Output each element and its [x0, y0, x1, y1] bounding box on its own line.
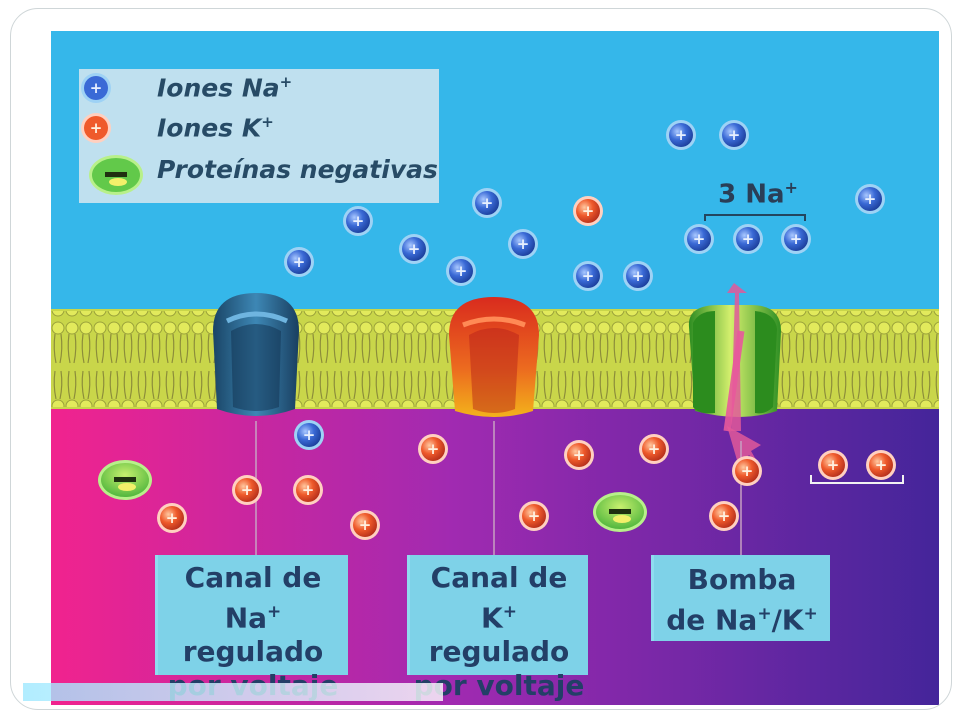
na-k-pump	[688, 283, 781, 467]
na-channel-label-line1: Canal de	[184, 561, 322, 594]
k-channel-label-line1: Canal de	[430, 561, 568, 594]
legend-item-k: + Iones K+	[79, 111, 439, 149]
negative-protein-icon	[89, 155, 143, 195]
k-channel-label: Canal de K+ regulado por voltaje	[407, 555, 588, 702]
pump-na-count-label: 3 Na+	[706, 178, 810, 210]
k-channel-label-charge: +	[502, 602, 517, 622]
pump-na-count: 3 Na	[718, 179, 785, 210]
svg-text:+: +	[90, 119, 103, 137]
slide-frame: + +	[10, 8, 952, 710]
legend-label-protein: Proteínas negativas	[157, 155, 438, 184]
pump-label-line1: Bomba	[687, 563, 797, 596]
k-ion-icon: +	[81, 113, 111, 143]
legend-label-na: Iones Na	[157, 73, 280, 103]
legend-label-k: Iones K	[157, 113, 262, 143]
pump-label-prefix: de Na	[666, 603, 758, 637]
na-channel	[213, 293, 299, 416]
diagram-graphics: + +	[51, 31, 939, 705]
k-channel-label-rest: regulado	[428, 635, 570, 669]
pump-label: Bomba de Na+/K+	[651, 555, 830, 641]
legend-item-protein: Proteínas negativas	[79, 153, 439, 195]
pump-label-charge-2: +	[803, 604, 818, 624]
legend-item-na: + Iones Na+	[79, 71, 439, 109]
na-channel-label-ion: Na	[224, 601, 268, 635]
k-channel	[449, 297, 539, 417]
pump-na-charge: +	[784, 178, 798, 197]
membrane-diagram: + +	[51, 31, 939, 705]
legend: + Iones Na+ + Iones K+ Proteínas negativ…	[79, 69, 439, 203]
slide-decoration	[23, 683, 443, 701]
svg-text:+: +	[90, 79, 103, 97]
pump-label-charge-1: +	[757, 604, 772, 624]
na-channel-label-charge: +	[267, 602, 282, 622]
na-channel-label: Canal de Na+ regulado por voltaje	[155, 555, 348, 702]
legend-label-k-charge: +	[261, 113, 274, 131]
na-ion-icon: +	[81, 73, 111, 103]
k-channel-label-ion: K	[481, 601, 503, 635]
legend-label-na-charge: +	[279, 73, 293, 91]
pump-label-mid: /K	[771, 603, 804, 637]
na-channel-label-rest: regulado	[182, 635, 324, 669]
